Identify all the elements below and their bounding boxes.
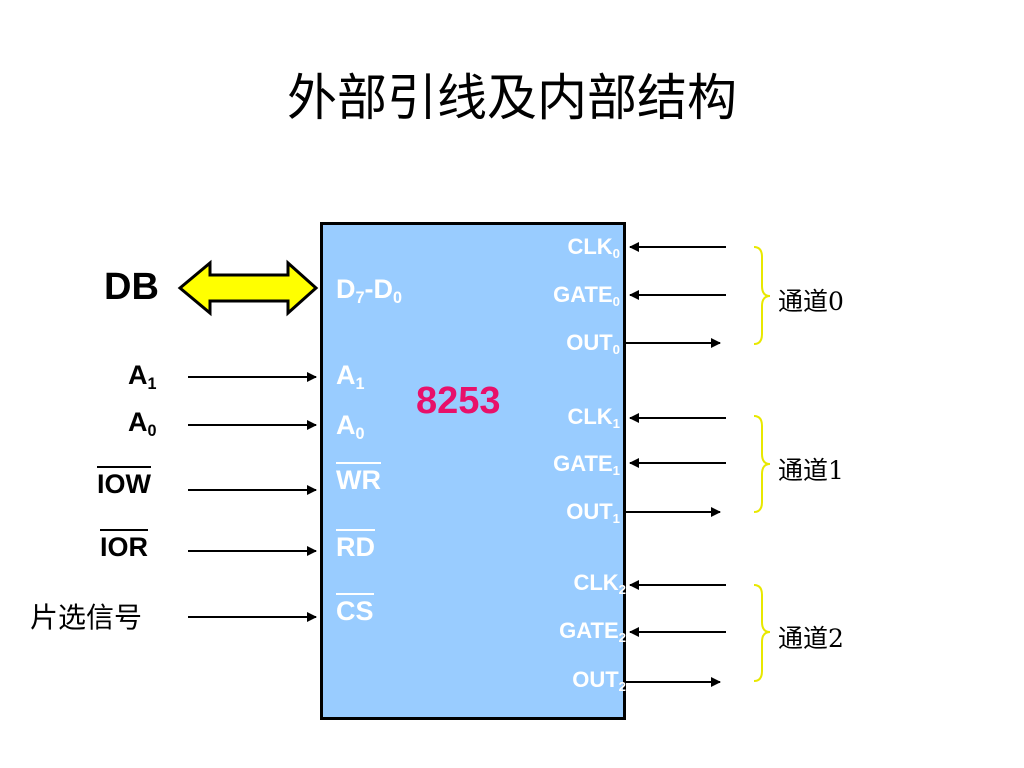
pin-gate1: GATE1 (553, 451, 620, 478)
pin-rd: RD (336, 529, 375, 563)
db-bus-arrow (177, 259, 319, 317)
pin-clk0: CLK0 (567, 234, 620, 261)
brace-channel-0 (753, 246, 771, 345)
chip-select-label: 片选信号 (30, 601, 143, 634)
pin-out2: OUT2 (572, 667, 626, 694)
pin-a1: A1 (336, 360, 365, 393)
channel-0-label: 通道0 (778, 287, 844, 316)
brace-channel-1 (753, 415, 771, 513)
pin-gate2: GATE2 (559, 618, 626, 645)
ior-label: IOR (100, 529, 149, 563)
channel-2-label: 通道2 (778, 624, 844, 653)
pin-clk2: CLK2 (573, 570, 626, 597)
pin-clk1: CLK1 (567, 404, 620, 431)
slide-title: 外部引线及内部结构 (287, 69, 737, 127)
brace-channel-2 (753, 584, 771, 682)
a1-external-label: A1 (128, 360, 157, 393)
pin-wr: WR (336, 462, 381, 496)
channel-1-label: 通道1 (778, 456, 844, 485)
iow-label: IOW (97, 466, 151, 500)
chip-name: 8253 (416, 380, 501, 422)
a0-external-label: A0 (128, 407, 157, 440)
chip-8253-body (320, 222, 626, 720)
pin-cs: CS (336, 593, 374, 627)
pin-out1: OUT1 (566, 499, 620, 526)
pin-out0: OUT0 (566, 330, 620, 357)
pin-d7-d0: D7-D0 (336, 274, 403, 307)
db-label: DB (104, 266, 159, 308)
pin-a0: A0 (336, 410, 365, 443)
pin-gate0: GATE0 (553, 282, 620, 309)
